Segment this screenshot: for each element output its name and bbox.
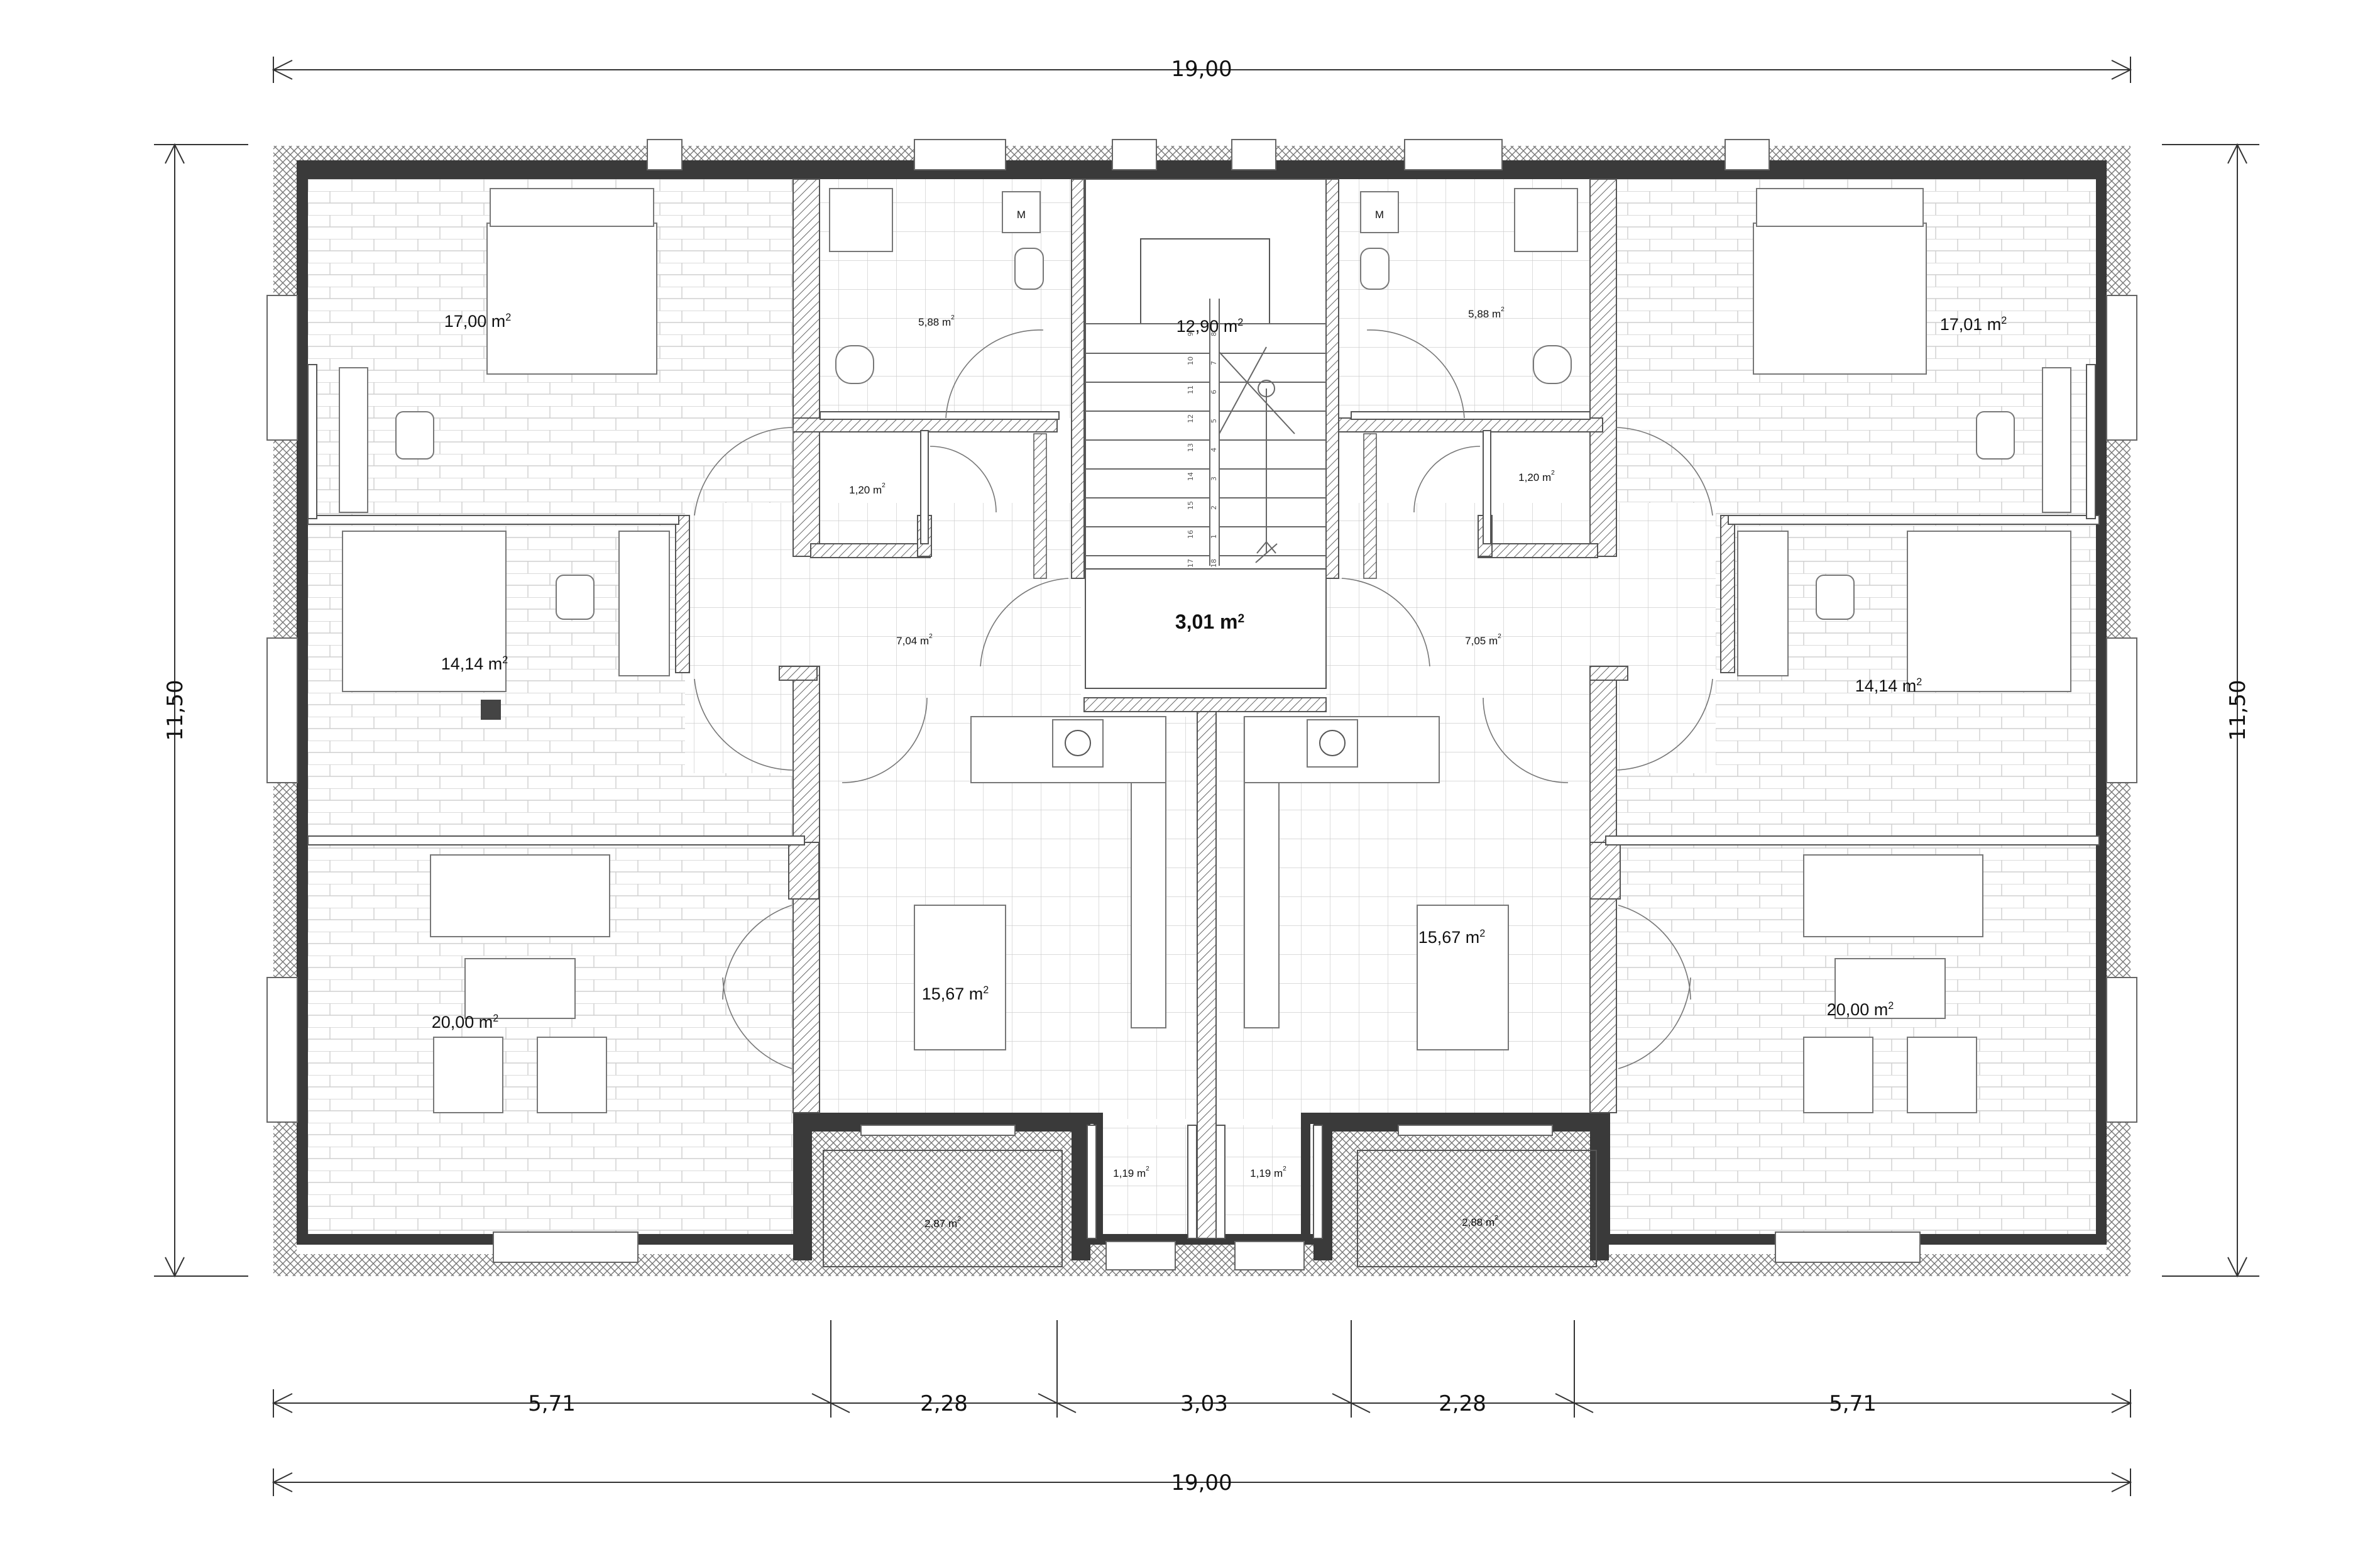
dimension-bottom-segments: 5,71 2,28 3,03 2,28 5,71 <box>271 1320 2132 1418</box>
stair-step-number: 11 <box>1187 385 1195 394</box>
stair-step-number: 8 <box>1210 332 1218 336</box>
room-area-hall-left: 7,04 m2 <box>896 633 933 647</box>
room-area-staircase: 12,90 m2 <box>1176 317 1244 336</box>
door-swings <box>694 329 1713 1069</box>
room-area-living-right: 20,00 m2 <box>1827 1000 1894 1019</box>
dimension-bottom-total-label: 19,00 <box>1171 1470 1232 1496</box>
dimension-right: 11,50 <box>2162 143 2259 1278</box>
stair-step-number: 2 <box>1210 505 1218 510</box>
stair-step-number: 7 <box>1210 361 1218 365</box>
dimension-left-label: 11,50 <box>163 680 188 741</box>
room-area-storage-right: 1,19 m2 <box>1250 1165 1286 1179</box>
room-area-balcony-right: 2,88 m2 <box>1462 1215 1498 1228</box>
room-area-kitchen-left: 15,67 m2 <box>922 984 989 1003</box>
stair-step-number: 12 <box>1187 414 1195 423</box>
room-area-kitchen-right: 15,67 m2 <box>1418 928 1486 947</box>
stair-step-numbers: 9 10 11 12 13 14 15 16 17 8 7 6 5 4 3 2 1 18 <box>1187 332 1218 568</box>
room-area-office-right: 14,14 m2 <box>1855 676 1922 695</box>
room-area-storage-left: 1,19 m2 <box>1113 1165 1149 1179</box>
stair-step-number: 15 <box>1187 501 1195 510</box>
washer-label-right: M <box>1375 209 1384 221</box>
stair-step-number: 4 <box>1210 448 1218 452</box>
room-area-wc-right: 1,20 m2 <box>1518 470 1555 483</box>
stair-step-number: 5 <box>1210 419 1218 423</box>
room-area-balcony-left: 2,87 m2 <box>924 1216 961 1230</box>
stair-step-number: 1 <box>1210 534 1218 539</box>
room-area-bath-left: 5,88 m2 <box>918 314 955 328</box>
dimension-top-label: 19,00 <box>1171 57 1232 82</box>
room-area-living-left: 20,00 m2 <box>432 1013 499 1032</box>
room-area-hall-right: 7,05 m2 <box>1465 633 1501 647</box>
dimension-bottom-seg-1: 5,71 <box>528 1391 576 1416</box>
room-area-bedroom-left: 17,00 m2 <box>444 312 512 331</box>
stair-step-number: 10 <box>1187 356 1195 365</box>
stair-step-number: 18 <box>1210 559 1218 568</box>
stair-step-number: 6 <box>1210 390 1218 394</box>
windows <box>266 139 2137 1270</box>
dimension-left: 11,50 <box>154 143 248 1278</box>
staircase <box>1085 179 1327 689</box>
dimension-right-label: 11,50 <box>2225 680 2251 741</box>
stair-step-number: 14 <box>1187 472 1195 481</box>
dimension-top: 19,00 <box>271 57 2132 83</box>
stair-step-number: 13 <box>1187 443 1195 452</box>
interior-walls <box>307 179 2100 1239</box>
dimension-bottom-seg-5: 5,71 <box>1829 1391 1877 1416</box>
stair-step-number: 16 <box>1187 530 1195 539</box>
room-area-landing: 3,01 m2 <box>1175 610 1244 633</box>
dimension-bottom-seg-2: 2,28 <box>920 1391 968 1416</box>
dimension-bottom-seg-3: 3,03 <box>1180 1391 1228 1416</box>
stair-step-number: 3 <box>1210 477 1218 481</box>
room-area-bath-right: 5,88 m2 <box>1468 306 1505 320</box>
room-area-labels: 17,00 m2 5,88 m2 1,20 m2 12,90 m2 3,01 m2 5,8… <box>432 306 2007 1230</box>
room-area-bedroom-right: 17,01 m2 <box>1940 315 2007 334</box>
dimension-bottom-total: 19,00 <box>271 1468 2132 1496</box>
stair-step-number: 17 <box>1187 559 1195 568</box>
room-area-office-left: 14,14 m2 <box>441 654 508 673</box>
furniture <box>339 188 2071 1113</box>
room-area-wc-left: 1,20 m2 <box>849 482 886 496</box>
stair-step-number: 9 <box>1187 332 1195 336</box>
washer-label-left: M <box>1017 209 1026 221</box>
dimension-bottom-seg-4: 2,28 <box>1439 1391 1486 1416</box>
